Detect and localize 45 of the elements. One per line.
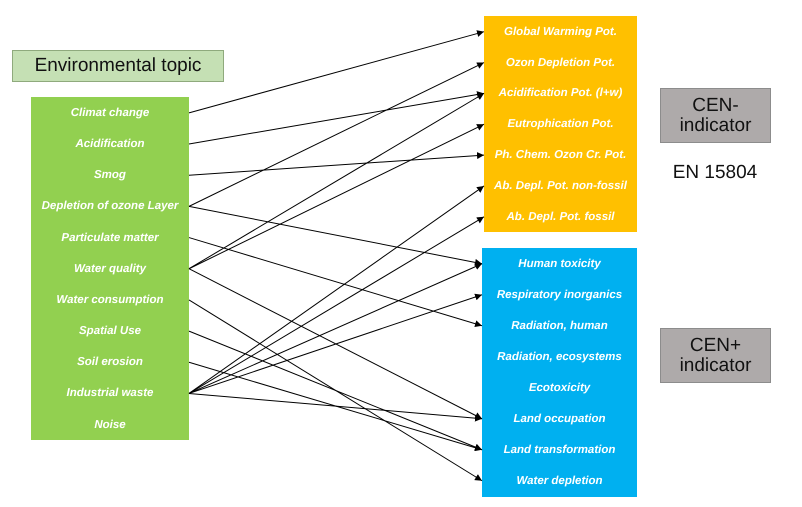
indicator-band: Land occupation [482,403,637,434]
topic-band: Water quality [31,252,189,285]
arrow [188,152,484,176]
topic-band: Noise [31,408,189,440]
indicator-band: Ecotoxicity [482,372,637,404]
topic-band: Particulate matter [31,222,189,254]
topic-band: Soil erosion [31,346,189,378]
arrow [188,299,482,482]
arrow [188,237,482,328]
arrow [188,124,484,270]
indicator-band: Eutrophication Pot. [484,108,637,140]
arrow [188,330,482,450]
indicator-band: Ab. Depl. Pot. fossil [484,201,637,232]
arrow [188,263,482,394]
topic-band: Industrial waste [31,378,189,410]
indicator-band: Land transformation [482,434,637,466]
topic-band: Climat change [31,97,189,129]
indicator-group-box: CEN- indicator [660,88,771,143]
indicator-band: Water depletion [482,465,637,496]
indicator-band: Radiation, ecosystems [482,341,637,372]
indicator-band: Human toxicity [482,248,637,280]
indicator-band: Radiation, human [482,310,637,342]
arrow [188,268,482,420]
arrow [188,392,482,422]
topic-band: Spatial Use [31,315,189,347]
arrow [188,91,484,144]
indicator-band: Respiratory inorganics [482,279,637,310]
topic-heading-box: Environmental topic [12,50,224,82]
indicator-band: Ab. Depl. Pot. non-fossil [484,170,637,202]
arrow [188,92,484,270]
arrow [188,206,482,266]
arrow [188,294,482,394]
arrow [188,362,482,452]
indicator-group-box: CEN+ indicator [660,328,771,383]
indicator-band: Ph. Chem. Ozon Cr. Pot. [484,139,637,171]
indicator-band: Global Warming Pot. [484,16,637,48]
topic-band: Depletion of ozone Layer [31,190,189,222]
topic-band: Water consumption [31,284,189,316]
standard-label: EN 15804 [672,161,758,186]
arrow [188,30,484,114]
indicator-band: Ozon Depletion Pot. [484,46,637,78]
indicator-band: Acidification Pot. (l+w) [484,78,637,110]
topic-band: Acidification [31,128,189,160]
topic-band: Smog [31,159,189,192]
arrow [188,62,484,207]
